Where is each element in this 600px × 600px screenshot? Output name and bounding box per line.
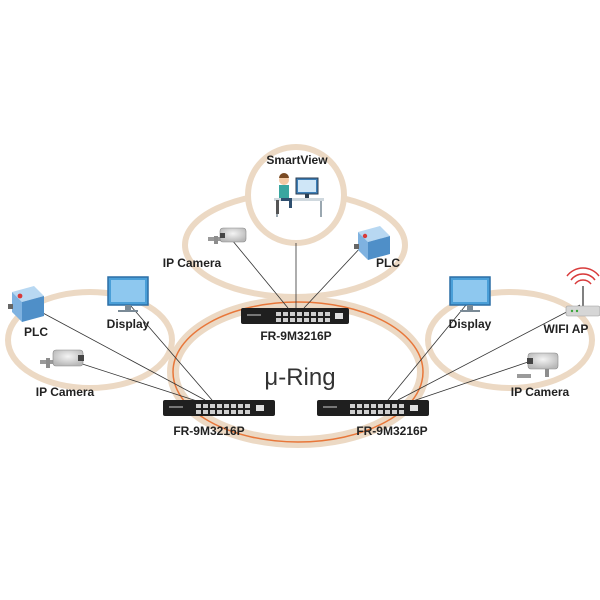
display-right-label: Display [449, 317, 492, 331]
ip-camera-top-icon [208, 227, 247, 244]
ip-camera-right-icon [517, 352, 559, 378]
plc-top-label: PLC [376, 256, 400, 270]
smartview-label: SmartView [266, 153, 328, 167]
left-halo [5, 289, 175, 391]
smartview-icon [274, 173, 324, 217]
ip-camera-top-label: IP Camera [163, 256, 222, 270]
switch-top-icon [241, 308, 349, 324]
mu-ring [172, 301, 424, 443]
plc-left-label: PLC [24, 325, 48, 339]
ip-camera-right-label: IP Camera [511, 385, 570, 399]
ip-camera-left-label: IP Camera [36, 385, 95, 399]
switch-left-label: FR-9M3216P [173, 424, 244, 438]
switch-top-label: FR-9M3216P [260, 329, 331, 343]
switch-right-label: FR-9M3216P [356, 424, 427, 438]
plc-top-icon [354, 226, 390, 260]
switch-left-icon [163, 400, 275, 416]
display-left-icon [107, 276, 149, 312]
ring-label: μ-Ring [264, 364, 335, 391]
switch-right-icon [317, 400, 429, 416]
right-halo [425, 289, 595, 391]
wifi-ap-icon [565, 267, 600, 317]
wifi-ap-label: WIFI AP [544, 322, 589, 336]
connection-lines [27, 239, 581, 403]
plc-left-icon [8, 286, 44, 322]
ip-camera-left-icon [40, 349, 84, 368]
display-left-label: Display [107, 317, 150, 331]
display-right-icon [449, 276, 491, 312]
